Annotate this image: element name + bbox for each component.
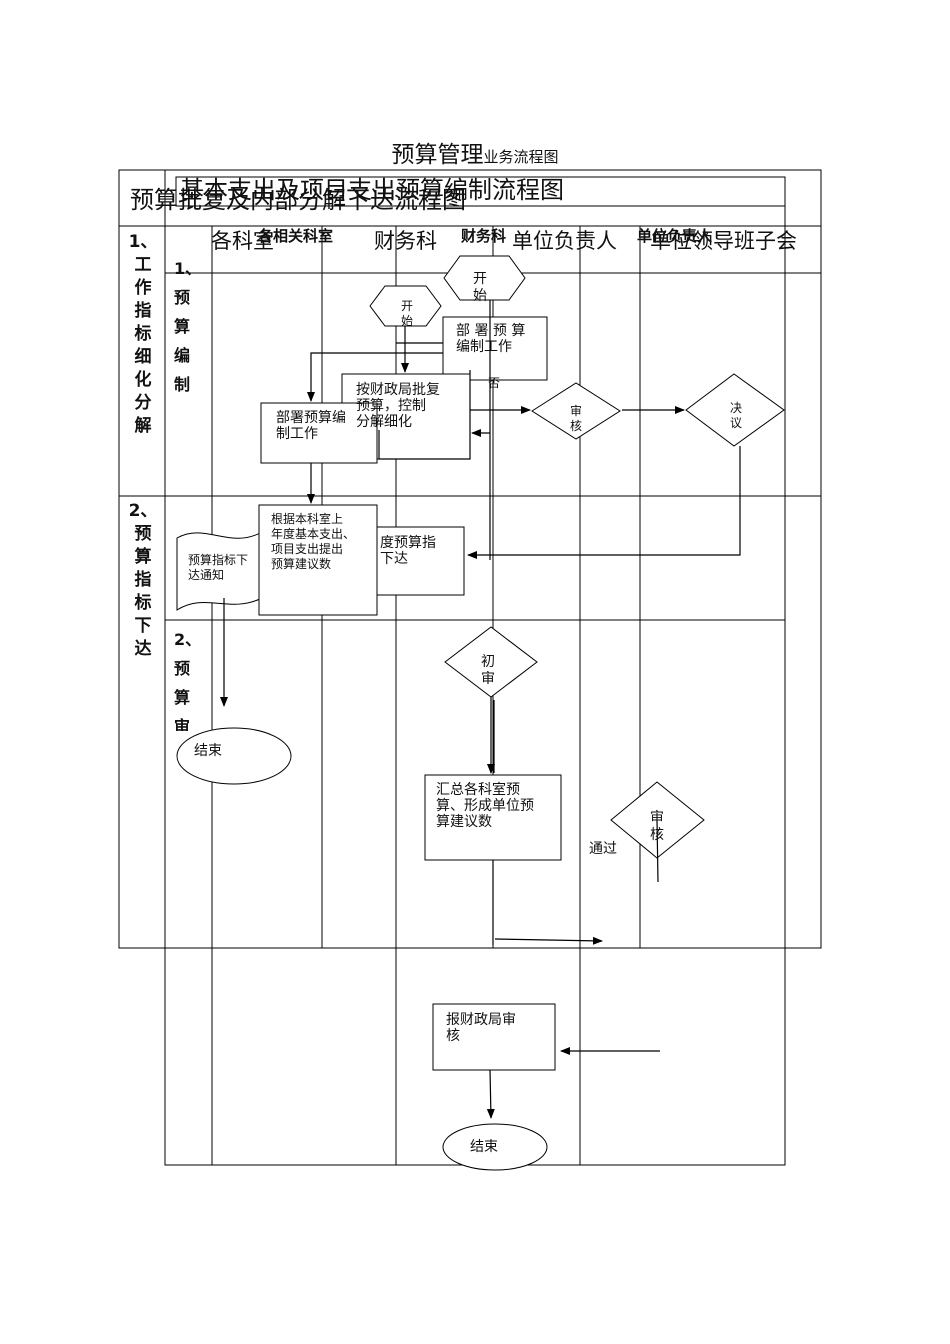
header-bold-1: 各相关科室 xyxy=(258,227,334,245)
proposal-box xyxy=(258,504,378,616)
review-diamond-1 xyxy=(531,382,621,440)
start-1-text: 开 始 xyxy=(473,271,487,304)
end-2-text: 结束 xyxy=(470,1139,498,1155)
section-label-2: 2、 预 算 指 标 下 达 xyxy=(128,501,158,659)
chart-title-1: 基本支出及项目支出预算编制流程图 xyxy=(180,176,564,204)
start-2-text: 开 始 xyxy=(400,299,413,328)
summary-text: 汇总各科室预 算、形成单位预 算建议数 xyxy=(436,782,534,830)
notice-text: 预算指标下 达通知 xyxy=(188,553,249,582)
report-text: 报财政局审 核 xyxy=(446,1012,516,1044)
page-title: 预算管理业务流程图 xyxy=(0,135,950,169)
proposal-text: 根据本科室上 年度基本支出、 项目支出提出 预算建议数 xyxy=(271,512,356,571)
end-node-2 xyxy=(442,1123,548,1171)
header-overlay-2: 财务科 xyxy=(374,229,437,253)
header-bold-2: 财务科 xyxy=(461,227,507,245)
review-1-text: 审 核 xyxy=(569,404,582,433)
issue-box xyxy=(375,526,465,596)
review-2-text: 审 核 xyxy=(650,810,664,843)
prelim-text: 初 审 xyxy=(481,654,495,687)
decide-diamond xyxy=(685,373,785,447)
issue-text: 度预算指 下达 xyxy=(380,535,436,567)
deploy-1-text: 部 署 预 算 编制工作 xyxy=(456,323,526,355)
conn-to-right xyxy=(494,936,603,945)
pass-label: 通过 xyxy=(589,841,617,857)
deploy-box-1 xyxy=(442,316,548,381)
split-text: 按财政局批复 预算，控制 分解细化 xyxy=(356,382,440,430)
conn-deploy-left xyxy=(307,352,443,402)
chart-title-2: 预算批复及内部分解下达流程图 xyxy=(130,186,466,214)
conn-report-end xyxy=(486,1069,495,1119)
header-bold-3: 单位负责人 xyxy=(637,227,713,245)
page-title-sub: 业务流程图 xyxy=(483,148,559,166)
conn-review2-down xyxy=(656,819,659,883)
sub-label-2: 2、 预 算 审 xyxy=(174,630,202,731)
no-label: 否 xyxy=(488,376,501,390)
end-1-text: 结束 xyxy=(194,743,222,759)
prelim-diamond xyxy=(444,626,538,698)
page-title-main: 预算管理 xyxy=(391,142,484,168)
decide-text: 决 议 xyxy=(729,401,742,430)
start-node-1 xyxy=(443,255,526,301)
header-overlay-3: 单位负责人 xyxy=(512,229,617,253)
sub-label-1: 1、 预 算 编 制 xyxy=(174,259,202,394)
deploy-box-2 xyxy=(260,402,378,464)
start-node-2 xyxy=(369,285,442,327)
header-overlay-1: 各科室 xyxy=(211,229,274,253)
header-overlay-4: 单位领导班子会 xyxy=(650,229,797,253)
report-box xyxy=(432,1003,556,1071)
section-label-1: 1、 工 作 指 标 细 化 分 解 xyxy=(128,232,158,436)
conn-decide-issue xyxy=(467,446,741,559)
end-node-1 xyxy=(176,727,292,785)
conn-loop xyxy=(378,370,471,460)
deploy-2-text: 部署预算编 制工作 xyxy=(276,410,346,442)
